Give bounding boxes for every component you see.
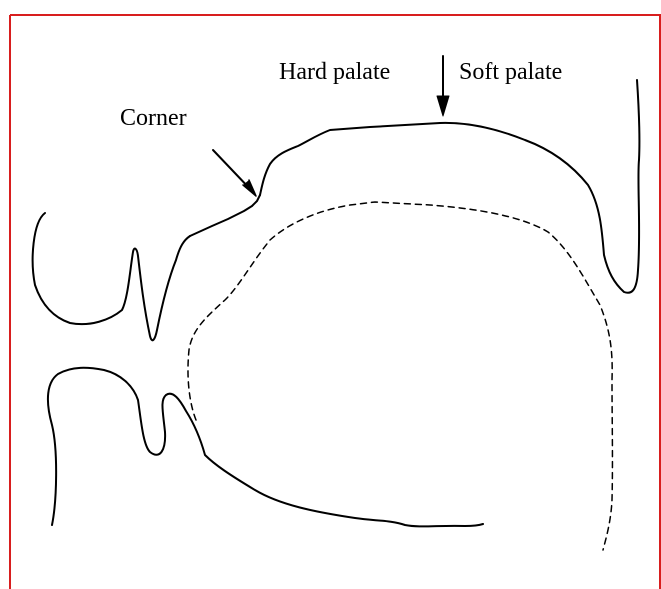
palate-boundary-arrow: [437, 56, 449, 116]
tongue-outline: [188, 202, 612, 550]
lower-lip-outline: [48, 368, 483, 527]
hard-palate-outline: [260, 123, 440, 195]
hard-palate-label: Hard palate: [279, 60, 390, 84]
corner-arrow: [213, 150, 256, 196]
soft-palate-outline: [440, 80, 639, 293]
corner-label: Corner: [120, 106, 187, 130]
alveolar-ridge-outline: [190, 195, 260, 236]
soft-palate-label: Soft palate: [459, 60, 562, 84]
diagram-frame: [10, 15, 661, 589]
upper-lip-outline: [33, 213, 190, 340]
